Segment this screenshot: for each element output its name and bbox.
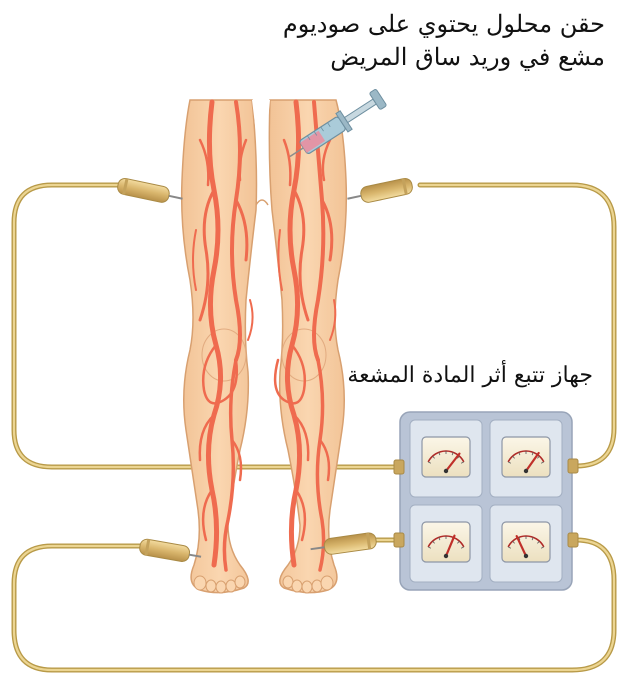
injection-caption: حقن محلول يحتوي على صوديوم مشع في وريد س… [245, 8, 605, 74]
gauge-bottom-left [410, 505, 482, 582]
injection-caption-line-2: مشع في وريد ساق المريض [245, 41, 605, 74]
gauge-top-right [490, 420, 562, 497]
right-leg [269, 100, 346, 593]
probe-upper-left [116, 177, 184, 206]
tracer-device-label: جهاز تتبع أثر المادة المشعة [333, 362, 593, 390]
probe-upper-right [346, 177, 414, 206]
tracer-device [394, 412, 578, 590]
gauge-top-left [410, 420, 482, 497]
injection-caption-line-1: حقن محلول يحتوي على صوديوم [245, 8, 605, 41]
gauge-bottom-right [490, 505, 562, 582]
probe-lower-left [139, 538, 203, 565]
